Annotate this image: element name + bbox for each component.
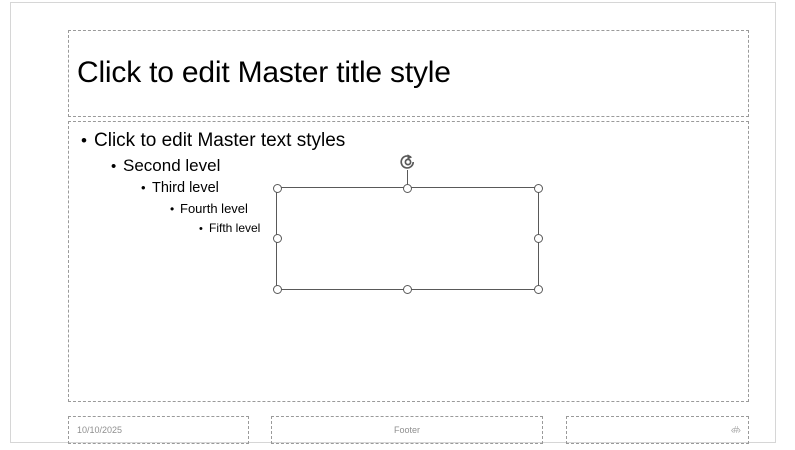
outline-level-1-label: Click to edit Master text styles [94,130,346,151]
outline-level-4[interactable]: • Fourth level [170,201,738,216]
outline-level-3[interactable]: • Third level [141,180,738,196]
resize-handle-middle-left[interactable] [272,234,282,243]
resize-handle-bottom-right[interactable] [533,284,543,294]
bullet-icon: • [199,223,203,235]
resize-handle-top-right[interactable] [533,183,543,193]
outline-level-2[interactable]: • Second level [111,156,738,176]
bullet-icon: • [141,180,146,195]
bullet-icon: • [81,131,87,150]
resize-handle-bottom-left[interactable] [272,284,282,294]
selected-shape[interactable] [272,154,543,294]
outline-level-5[interactable]: • Fifth level [199,221,738,235]
resize-handle-top-center[interactable] [403,183,412,193]
body-placeholder[interactable]: • Click to edit Master text styles • Sec… [68,121,749,402]
bullet-icon: • [111,158,117,175]
outline-level-2-label: Second level [123,156,221,175]
outline-level-1[interactable]: • Click to edit Master text styles [81,130,738,152]
footer-placeholder-text: Footer [393,425,420,435]
rotate-icon[interactable] [398,152,418,172]
outline-level-3-label: Third level [152,180,219,196]
title-placeholder-text: Click to edit Master title style [77,56,451,90]
date-placeholder-text: 10/10/2025 [77,425,123,435]
title-placeholder[interactable]: Click to edit Master title style [68,30,749,117]
outline-level-4-label: Fourth level [180,201,248,216]
resize-handle-middle-right[interactable] [533,234,543,243]
footer-placeholder[interactable]: Footer [271,416,543,444]
resize-handle-top-left[interactable] [272,183,282,193]
resize-handle-bottom-center[interactable] [403,284,412,294]
slide-frame: Click to edit Master title style • Click… [10,2,776,444]
rotate-handle-stem [407,170,408,188]
date-placeholder[interactable]: 10/10/2025 [68,416,249,444]
slide-number-placeholder[interactable]: ‹#› [566,416,749,444]
slide-number-glyph-icon: ‹#› [730,424,741,436]
outline-level-5-label: Fifth level [209,221,261,235]
bullet-icon: • [170,202,175,216]
